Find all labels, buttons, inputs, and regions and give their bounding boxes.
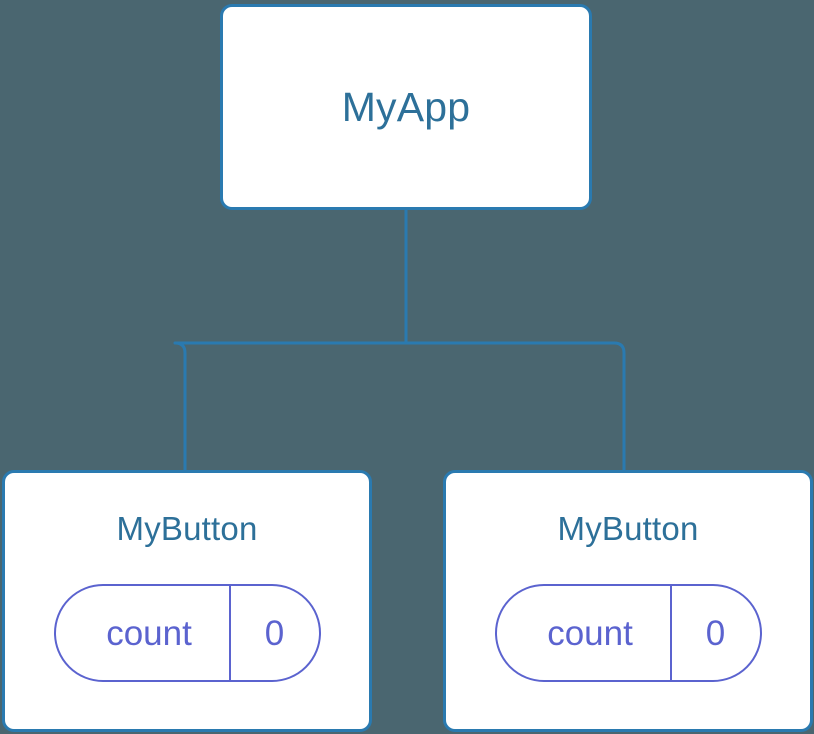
state-key: count bbox=[547, 613, 633, 653]
edge-bus-to-child-0 bbox=[173, 341, 406, 470]
component-node-mybutton-1[interactable]: MyButton count 0 bbox=[443, 470, 813, 732]
state-pill[interactable]: count 0 bbox=[53, 584, 321, 682]
component-node-title: MyApp bbox=[341, 83, 471, 130]
state-value: 0 bbox=[669, 586, 760, 680]
state-key: count bbox=[106, 613, 192, 653]
edge-bus-to-child-1 bbox=[406, 341, 626, 470]
state-pill[interactable]: count 0 bbox=[494, 584, 762, 682]
component-node-mybutton-0[interactable]: MyButton count 0 bbox=[2, 470, 372, 732]
state-value: 0 bbox=[228, 586, 319, 680]
component-node-title: MyButton bbox=[557, 510, 699, 547]
component-node-title: MyButton bbox=[116, 510, 258, 547]
component-node-myapp[interactable]: MyApp bbox=[220, 4, 592, 210]
